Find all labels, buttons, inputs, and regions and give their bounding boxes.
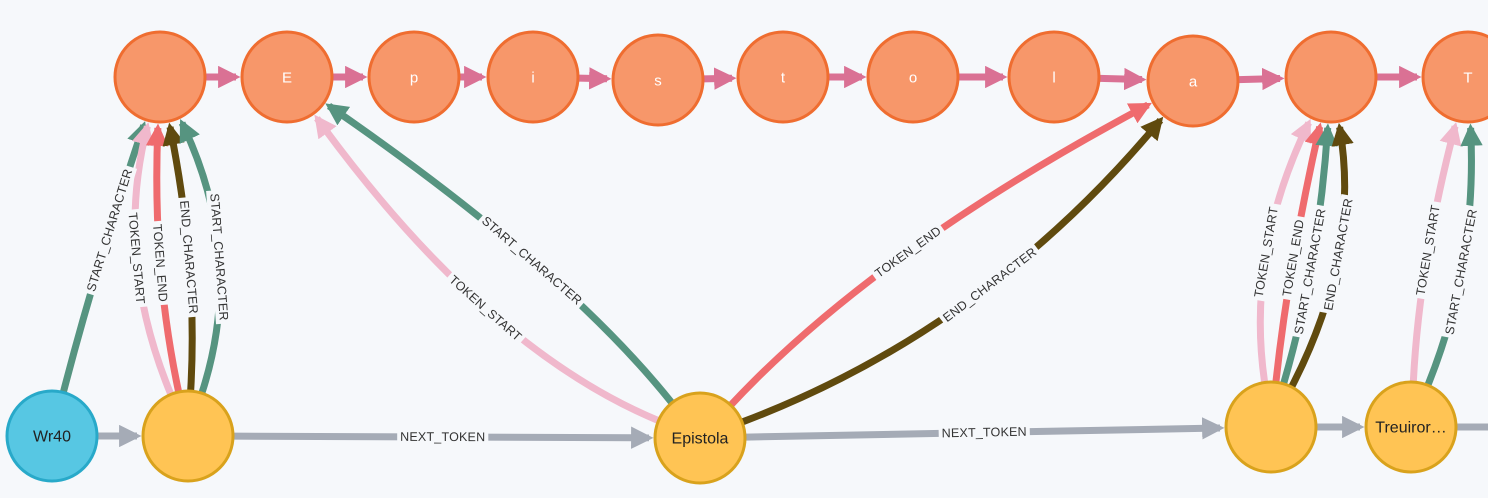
character-node-circle[interactable] bbox=[486, 30, 580, 124]
relationship-label-background bbox=[1290, 204, 1331, 339]
character-node-circle[interactable] bbox=[113, 30, 207, 124]
character-node-circle[interactable] bbox=[866, 30, 960, 124]
character-node-label: T bbox=[1463, 70, 1472, 87]
start-token-node[interactable]: Wr40 bbox=[5, 389, 99, 483]
token-node-circle[interactable] bbox=[653, 391, 747, 485]
character-node-label: a bbox=[1189, 74, 1198, 91]
relationship-label: NEXT_TOKEN bbox=[938, 423, 1030, 442]
relationship-label-background bbox=[869, 221, 947, 284]
character-node-label: o bbox=[909, 70, 917, 87]
character-node[interactable]: s bbox=[611, 33, 705, 127]
character-node-circle[interactable] bbox=[1146, 34, 1240, 128]
token-node-label: Epistola bbox=[672, 431, 729, 448]
start-token-node-circle[interactable] bbox=[5, 389, 99, 483]
token-node[interactable]: Treuiror… bbox=[1364, 380, 1458, 474]
character-node-circle[interactable] bbox=[1421, 30, 1488, 124]
token-node[interactable] bbox=[141, 389, 235, 483]
relationship-label-background bbox=[1440, 204, 1482, 339]
relationship-label-background bbox=[1412, 200, 1445, 300]
token-node-circle[interactable] bbox=[141, 389, 235, 483]
character-node[interactable] bbox=[1284, 30, 1378, 124]
character-node[interactable]: l bbox=[1007, 30, 1101, 124]
character-node-circle[interactable] bbox=[240, 30, 334, 124]
character-node[interactable]: o bbox=[866, 30, 960, 124]
character-node[interactable] bbox=[113, 30, 207, 124]
relationship-next-character[interactable] bbox=[1238, 67, 1285, 91]
token-node-circle[interactable] bbox=[1224, 380, 1318, 474]
character-node-circle[interactable] bbox=[1284, 30, 1378, 124]
relationship-label-text: TOKEN_END bbox=[150, 224, 170, 303]
character-node-label: p bbox=[410, 70, 418, 87]
character-node-circle[interactable] bbox=[611, 33, 705, 127]
character-node-circle[interactable] bbox=[367, 30, 461, 124]
character-node[interactable]: i bbox=[486, 30, 580, 124]
character-node[interactable]: E bbox=[240, 30, 334, 124]
character-node[interactable]: T bbox=[1421, 30, 1488, 124]
character-node-circle[interactable] bbox=[736, 30, 830, 124]
relationship-label-background bbox=[937, 242, 1043, 328]
relationship-label-background bbox=[397, 428, 489, 446]
character-node[interactable]: p bbox=[367, 30, 461, 124]
relationship-label-text: NEXT_TOKEN bbox=[942, 425, 1027, 441]
relationship-label-text: NEXT_TOKEN bbox=[400, 430, 485, 444]
character-node[interactable]: t bbox=[736, 30, 830, 124]
relationship-label-background bbox=[124, 208, 149, 308]
character-node-label: i bbox=[531, 70, 534, 87]
relationship-label: TOKEN_START bbox=[124, 208, 149, 308]
start-token-node-label: Wr40 bbox=[33, 429, 71, 446]
character-node[interactable]: a bbox=[1146, 34, 1240, 128]
relationship-label-background bbox=[476, 211, 588, 311]
character-node-label: t bbox=[781, 70, 786, 87]
relationship-label-background bbox=[82, 164, 138, 297]
token-node[interactable]: Epistola bbox=[653, 391, 747, 485]
relationship-label-background bbox=[1319, 194, 1358, 315]
character-node-label: s bbox=[654, 73, 662, 90]
relationship-label: NEXT_TOKEN bbox=[397, 428, 489, 446]
relationship-label-background bbox=[938, 423, 1030, 442]
relationship-label-background bbox=[148, 220, 172, 306]
relationship-label-background bbox=[1250, 202, 1283, 302]
token-node-circle[interactable] bbox=[1364, 380, 1458, 474]
relationship-label-background bbox=[206, 189, 232, 325]
character-node-label: E bbox=[282, 70, 292, 87]
character-node-circle[interactable] bbox=[1007, 30, 1101, 124]
relationship-next-character[interactable] bbox=[1099, 67, 1147, 91]
relationship-next-character[interactable] bbox=[578, 67, 612, 90]
token-node-label: Treuiror… bbox=[1375, 420, 1446, 437]
character-node-label: l bbox=[1052, 70, 1055, 87]
relationship-label-background bbox=[443, 269, 528, 347]
relationship-label-background bbox=[175, 196, 202, 318]
token-node[interactable] bbox=[1224, 380, 1318, 474]
relationship-label-background bbox=[1278, 215, 1309, 301]
relationship-next-character[interactable] bbox=[703, 67, 737, 90]
relationship-label: TOKEN_END bbox=[148, 220, 172, 306]
